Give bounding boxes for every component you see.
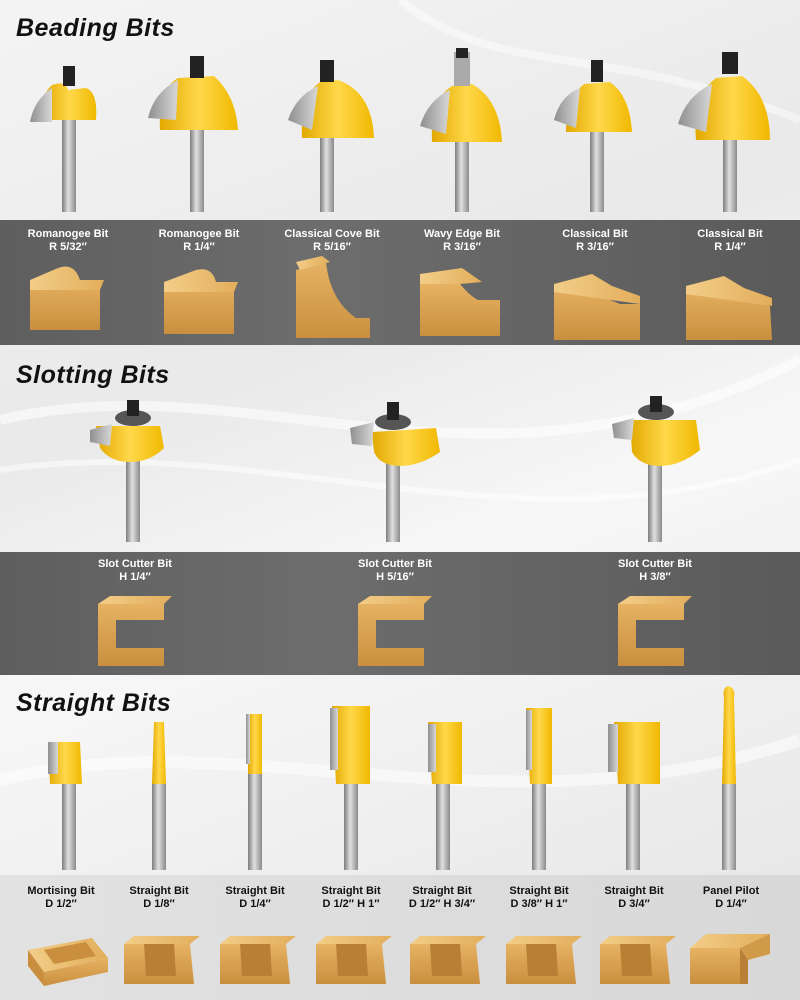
bit-size: D 1/2″ [45, 898, 77, 910]
beading-bits-row [0, 40, 800, 220]
bit-size: D 1/4″ [715, 898, 747, 910]
bit-label-beading-3: Wavy Edge Bit R 3/16″ [412, 228, 512, 254]
bit-label-beading-1: Romanogee Bit R 1/4″ [149, 228, 249, 254]
bit-size: R 1/4″ [714, 241, 746, 253]
bit-label-beading-5: Classical Bit R 1/4″ [680, 228, 780, 254]
bit-size: D 1/2″ H 1″ [322, 898, 380, 910]
beading-bits-section: Beading Bits [0, 0, 800, 345]
bit-label-beading-0: Romanogee Bit R 5/32″ [18, 228, 118, 254]
bit-size: R 3/16″ [576, 241, 614, 253]
bit-size: D 1/2″ H 3/4″ [408, 898, 476, 910]
bit-name: Classical Bit [697, 228, 763, 240]
straight-bits-row [0, 705, 800, 875]
bit-name: Mortising Bit [27, 885, 95, 897]
bit-label-straight-5: Straight Bit D 3/8″ H 1″ [494, 885, 584, 911]
bit-label-slotting-2: Slot Cutter Bit H 3/8″ [605, 558, 705, 584]
bit-name: Straight Bit [129, 885, 189, 897]
bit-label-slotting-1: Slot Cutter Bit H 5/16″ [345, 558, 445, 584]
bit-name: Slot Cutter Bit [358, 558, 432, 570]
bit-label-straight-4: Straight Bit D 1/2″ H 3/4″ [397, 885, 487, 911]
bit-label-beading-4: Classical Bit R 3/16″ [545, 228, 645, 254]
bit-label-beading-2: Classical Cove Bit R 5/16″ [277, 228, 387, 254]
bit-label-slotting-0: Slot Cutter Bit H 1/4″ [85, 558, 185, 584]
section-title-straight: Straight Bits [16, 689, 172, 717]
bit-label-straight-3: Straight Bit D 1/2″ H 1″ [306, 885, 396, 911]
bit-name: Romanogee Bit [27, 228, 109, 240]
bit-name: Classical Cove Bit [284, 228, 380, 240]
bit-name: Straight Bit [412, 885, 472, 897]
straight-bits-section: Straight Bits [0, 675, 800, 1000]
bit-label-straight-7: Panel Pilot D 1/4″ [686, 885, 776, 911]
bit-label-straight-0: Mortising Bit D 1/2″ [16, 885, 106, 911]
bit-size: D 3/8″ H 1″ [510, 898, 568, 910]
section-title-beading: Beading Bits [16, 14, 175, 42]
bit-name: Classical Bit [562, 228, 628, 240]
bit-size: H 3/8″ [639, 571, 671, 583]
section-title-slotting: Slotting Bits [16, 361, 170, 389]
bit-label-straight-1: Straight Bit D 1/8″ [114, 885, 204, 911]
bit-size: R 5/16″ [313, 241, 351, 253]
beading-band [0, 220, 800, 345]
bit-name: Straight Bit [509, 885, 569, 897]
bit-name: Straight Bit [604, 885, 664, 897]
slotting-bits-section: Slotting Bits [0, 345, 800, 675]
bit-size: H 5/16″ [376, 571, 414, 583]
bit-size: D 1/8″ [143, 898, 175, 910]
bit-size: R 1/4″ [183, 241, 215, 253]
bit-size: R 5/32″ [49, 241, 87, 253]
bit-size: R 3/16″ [443, 241, 481, 253]
bit-name: Slot Cutter Bit [618, 558, 692, 570]
bit-name: Romanogee Bit [158, 228, 240, 240]
bit-name: Panel Pilot [702, 885, 760, 897]
bit-label-straight-6: Straight Bit D 3/4″ [589, 885, 679, 911]
bit-name: Straight Bit [225, 885, 285, 897]
bit-size: H 1/4″ [119, 571, 151, 583]
bit-size: D 3/4″ [618, 898, 650, 910]
slotting-bits-row [0, 395, 800, 555]
bit-name: Straight Bit [321, 885, 381, 897]
bit-name: Slot Cutter Bit [98, 558, 172, 570]
bit-size: D 1/4″ [239, 898, 271, 910]
bit-label-straight-2: Straight Bit D 1/4″ [210, 885, 300, 911]
bit-name: Wavy Edge Bit [424, 228, 500, 240]
